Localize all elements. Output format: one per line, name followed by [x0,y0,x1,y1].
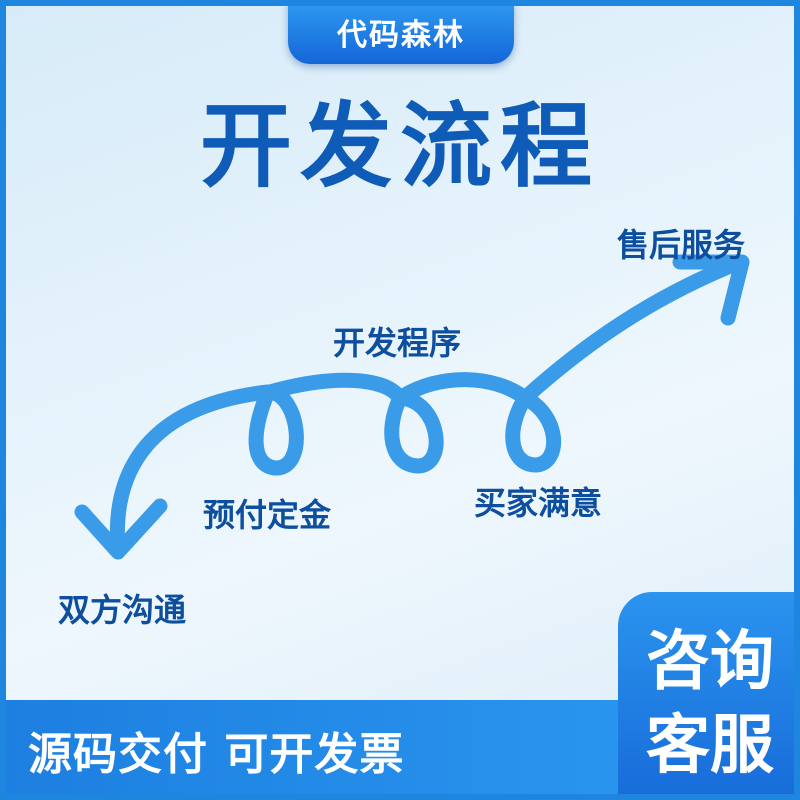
step-deposit: 预付定金 [203,496,332,534]
consult-panel[interactable] [618,592,800,800]
arrowhead-down-icon [74,498,168,560]
consult-label[interactable]: 咨询 客服 [646,620,774,788]
step-communication: 双方沟通 [58,591,187,629]
page-title: 开发流程 [199,93,600,200]
brand-tab: 代码森林 [288,0,514,64]
arrowhead-up-icon [672,254,750,326]
consult-line-2: 客服 [646,709,774,783]
consult-line-1: 咨询 [646,625,774,699]
step-after-sales: 售后服务 [617,226,746,264]
flow-curve [109,254,748,556]
step-development: 开发程序 [333,324,462,362]
brand-name: 代码森林 [337,18,465,53]
step-satisfaction: 买家满意 [474,484,603,522]
footer-text: 源码交付 可开发票 [28,729,405,780]
